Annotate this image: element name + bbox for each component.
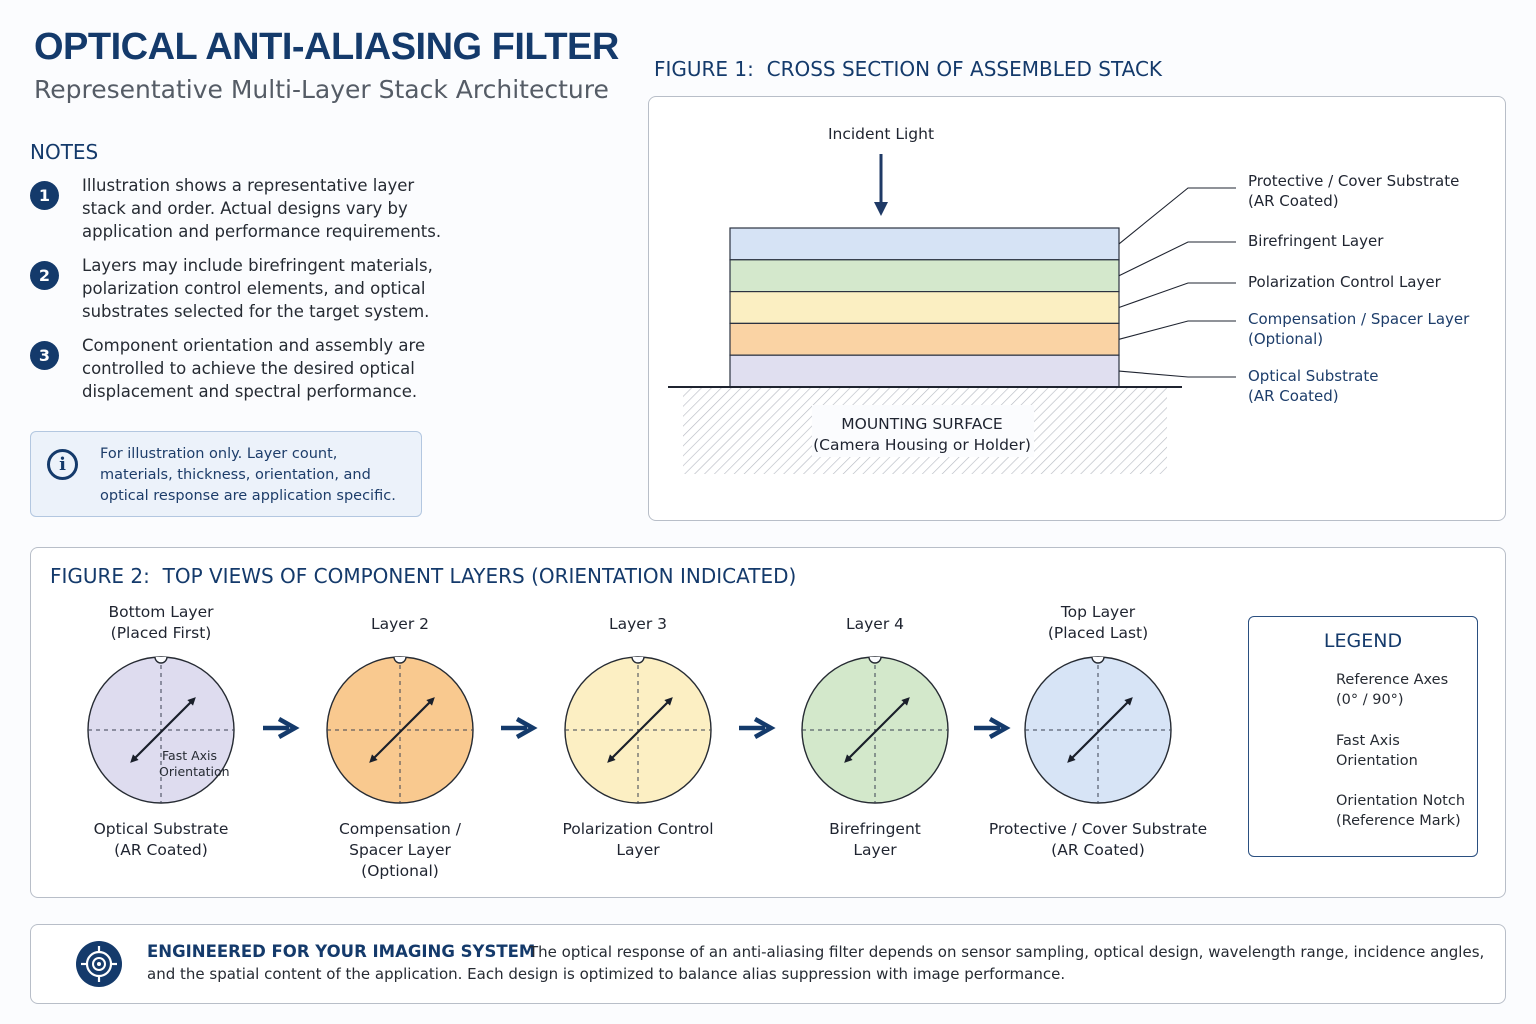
layer-callout-label: Optical Substrate xyxy=(1248,367,1378,385)
target-icon xyxy=(76,941,122,987)
orientation-notch xyxy=(393,656,407,664)
page-title: OPTICAL ANTI-ALIASING FILTER xyxy=(34,26,619,68)
layer-callout-label: Polarization Control Layer xyxy=(1248,273,1442,291)
info-callout: i For illustration only. Layer count, ma… xyxy=(30,431,422,517)
mounting-surface-label: MOUNTING SURFACE xyxy=(841,415,1002,433)
fast-axis-annotation: Orientation xyxy=(159,764,230,779)
note-number-badge: 2 xyxy=(30,261,59,290)
disc-top-label: Layer 3 xyxy=(608,615,667,633)
note-number-badge: 3 xyxy=(30,341,59,370)
legend-sublabel: (Reference Mark) xyxy=(1336,813,1461,829)
stack-layer-5 xyxy=(729,354,1120,388)
figure1-title: FIGURE 1: CROSS SECTION OF ASSEMBLED STA… xyxy=(654,57,1163,81)
orientation-notch xyxy=(1091,656,1105,664)
figure2-title: FIGURE 2: TOP VIEWS OF COMPONENT LAYERS … xyxy=(50,564,797,588)
notes-heading: NOTES xyxy=(30,140,99,164)
callout-leader-line xyxy=(1118,320,1236,340)
stack-layer-4 xyxy=(729,322,1120,356)
page-subtitle: Representative Multi-Layer Stack Archite… xyxy=(34,75,609,104)
footer-text-line2: and the spatial content of the applicati… xyxy=(147,965,1066,983)
stack-layer-3 xyxy=(729,291,1120,325)
info-icon: i xyxy=(47,449,78,480)
layer-callout-label: Compensation / Spacer Layer xyxy=(1248,310,1470,328)
layer-callouts: Protective / Cover Substrate (AR Coated) B… xyxy=(1118,172,1470,405)
orientation-notch xyxy=(868,656,882,664)
layer-callout-label: Protective / Cover Substrate xyxy=(1248,172,1459,190)
fast-axis-annotation: Fast Axis xyxy=(162,748,217,763)
layer-disc-2 xyxy=(326,656,474,804)
legend-item-orientation-notch: Orientation Notch (Reference Mark) xyxy=(1336,791,1465,831)
flow-arrow-icon xyxy=(263,717,300,739)
callout-leader-line xyxy=(1118,187,1236,245)
disc-top-label: Layer 4 xyxy=(845,615,904,633)
callout-leader-line xyxy=(1118,282,1236,309)
legend-sublabel: (0° / 90°) xyxy=(1336,692,1404,708)
stack-layers xyxy=(729,227,1120,388)
note-text: Layers may include birefringent material… xyxy=(82,256,433,321)
legend-box xyxy=(1248,616,1478,857)
fast-axis-arrow xyxy=(844,697,910,763)
callout-leader-line xyxy=(1118,370,1236,378)
flow-arrow-icon xyxy=(501,717,538,739)
note-number-badge: 1 xyxy=(30,181,59,210)
footer-text: The optical response of an anti-aliasing… xyxy=(529,943,1485,961)
layer-callout-sublabel: (Optional) xyxy=(1248,330,1323,348)
orientation-notch xyxy=(154,656,168,664)
legend-title: LEGEND xyxy=(1323,630,1403,652)
flow-arrow-icon xyxy=(739,717,776,739)
fast-axis-arrow xyxy=(1067,697,1133,763)
incident-light-label: Incident Light xyxy=(828,125,934,143)
legend-label: Reference Axes xyxy=(1336,672,1449,688)
disc-top-label: Bottom Layer(Placed First) xyxy=(108,603,214,642)
layer-disc-1 xyxy=(87,656,235,804)
legend-label: Orientation Notch xyxy=(1336,793,1466,809)
orientation-notch xyxy=(631,656,645,664)
layer-disc-3 xyxy=(564,656,712,804)
disc-bottom-label: Compensation /Spacer Layer(Optional) xyxy=(338,820,462,880)
layer-callout-label: Birefringent Layer xyxy=(1248,232,1384,250)
layer-callout-sublabel: (AR Coated) xyxy=(1248,192,1339,210)
legend-sublabel: Orientation xyxy=(1336,753,1418,769)
legend-item-fast-axis: Fast Axis Orientation xyxy=(1336,731,1418,771)
fast-axis-arrow xyxy=(607,697,673,763)
disc-bottom-label: Protective / Cover Substrate(AR Coated) xyxy=(988,820,1208,859)
info-text: For illustration only. Layer count, mate… xyxy=(100,446,396,504)
disc-bottom-label: Optical Substrate(AR Coated) xyxy=(93,820,229,859)
stack-layer-2 xyxy=(729,259,1120,293)
note-text: Illustration shows a representative laye… xyxy=(82,176,442,241)
mounting-surface-sublabel: (Camera Housing or Holder) xyxy=(813,436,1031,454)
stack-layer-1 xyxy=(729,227,1120,261)
disc-top-label: Top Layer(Placed Last) xyxy=(1047,603,1149,642)
flow-arrows xyxy=(263,717,1011,739)
incident-light-arrowhead xyxy=(874,202,888,216)
flow-arrow-icon xyxy=(974,717,1011,739)
legend-item-reference-axes: Reference Axes (0° / 90°) xyxy=(1336,670,1448,710)
fast-axis-arrow xyxy=(369,697,435,763)
layer-disc-5 xyxy=(1024,656,1172,804)
note-text: Component orientation and assembly are c… xyxy=(82,336,426,401)
mounting-label-bg xyxy=(812,405,1034,457)
fast-axis-arrow xyxy=(130,697,196,763)
legend-label: Fast Axis xyxy=(1336,733,1400,749)
layer-callout-sublabel: (AR Coated) xyxy=(1248,387,1339,405)
disc-top-label: Layer 2 xyxy=(370,615,429,633)
callout-leader-line xyxy=(1118,241,1236,277)
footer-heading: ENGINEERED FOR YOUR IMAGING SYSTEM xyxy=(147,942,536,961)
layer-disc-4 xyxy=(801,656,949,804)
